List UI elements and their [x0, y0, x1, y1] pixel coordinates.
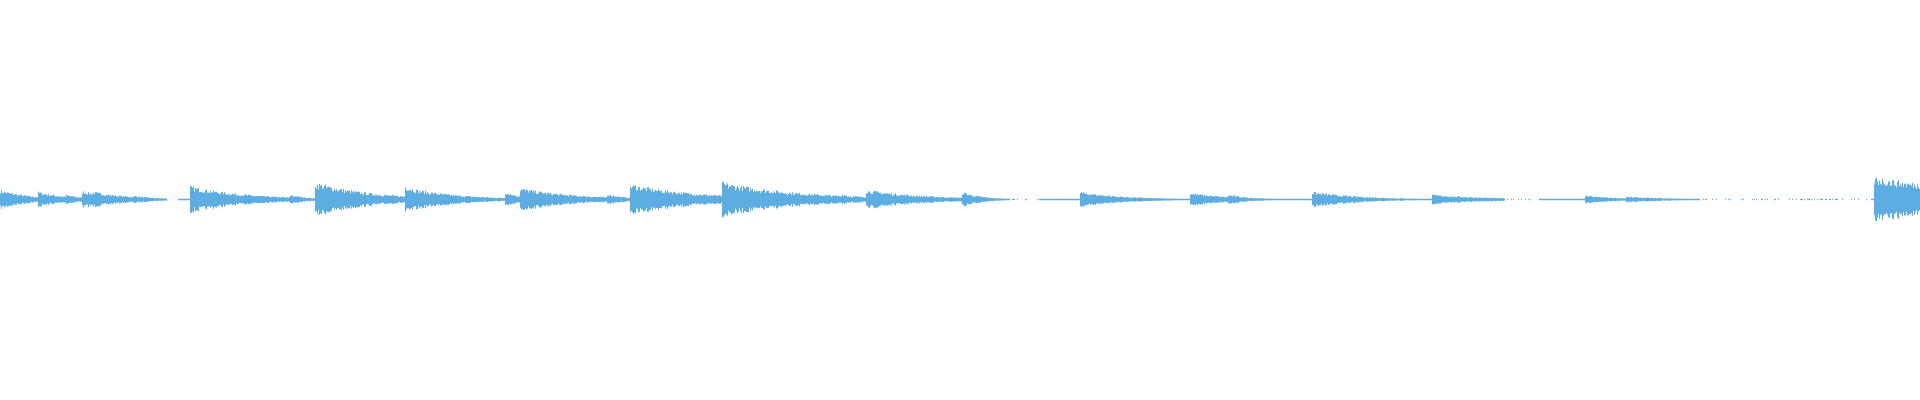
waveform-path: [0, 177, 1920, 222]
